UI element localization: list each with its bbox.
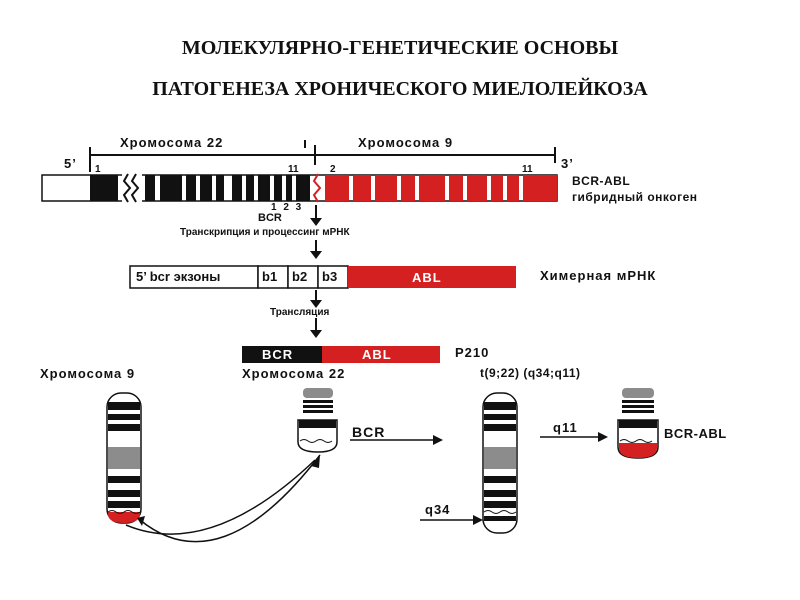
philadelphia-chromosome <box>617 388 659 459</box>
mrna-abl: ABL <box>412 270 442 285</box>
fusion-label-line1: BCR-ABL <box>572 174 631 188</box>
mrna-exons-label: 5’ bcr экзоны <box>136 269 221 284</box>
protein-name: P210 <box>455 345 490 360</box>
q11-label: q11 <box>553 420 578 435</box>
chromosome-9-left <box>106 392 142 524</box>
bcr-gene-label: BCR <box>258 212 282 224</box>
translation-label: Трансляция <box>270 307 330 318</box>
protein-bcr: BCR <box>262 347 294 362</box>
five-prime-label: 5’ <box>64 156 77 171</box>
chromosome-22-label: Хромосома 22 <box>120 135 224 150</box>
fusion-label-line2: гибридный онкоген <box>572 190 698 204</box>
marker-2: 2 <box>330 164 336 175</box>
chromosome-9-label: Хромосома 9 <box>358 135 454 150</box>
chr9-label: Хромосома 9 <box>40 366 136 381</box>
gene-map-brackets <box>89 140 556 172</box>
marker-11-right: 11 <box>522 164 533 175</box>
chr22-label: Хромосома 22 <box>242 366 346 381</box>
mrna-b2: b2 <box>292 269 308 284</box>
protein-p210 <box>242 346 440 363</box>
bcr-arrow <box>350 435 443 445</box>
bcr-arrow-label: BCR <box>352 424 386 440</box>
transcription-label: Транскрипция и процессинг мРНК <box>180 227 350 238</box>
protein-abl: ABL <box>362 347 392 362</box>
exchange-arrows <box>125 454 321 543</box>
marker-1: 1 <box>95 164 101 175</box>
q34-label: q34 <box>425 502 451 517</box>
translocation-formula: t(9;22) (q34;q11) <box>480 366 581 380</box>
q34-arrow <box>420 515 483 525</box>
mrna-b1: b1 <box>262 269 278 284</box>
chimeric-mrna <box>129 265 516 289</box>
mrna-caption: Химерная мРНК <box>540 268 657 283</box>
title-line-2: ПАТОГЕНЕЗА ХРОНИЧЕСКОГО МИЕЛОЛЕЙКОЗА <box>152 78 648 100</box>
exon-numbers: 1 2 3 <box>271 202 304 213</box>
three-prime-label: 3’ <box>561 156 574 171</box>
flow-arrows <box>310 205 322 338</box>
bcr-abl-label: BCR-ABL <box>664 426 727 441</box>
chromosome-22-middle <box>297 388 338 453</box>
title-line-1: МОЛЕКУЛЯРНО-ГЕНЕТИЧЕСКИЕ ОСНОВЫ <box>181 37 619 59</box>
chromosome-9-translocated <box>482 392 518 534</box>
q11-arrow <box>540 432 608 442</box>
gene-bar <box>41 173 558 203</box>
marker-11-left: 11 <box>288 164 299 175</box>
mrna-b3: b3 <box>322 269 338 284</box>
